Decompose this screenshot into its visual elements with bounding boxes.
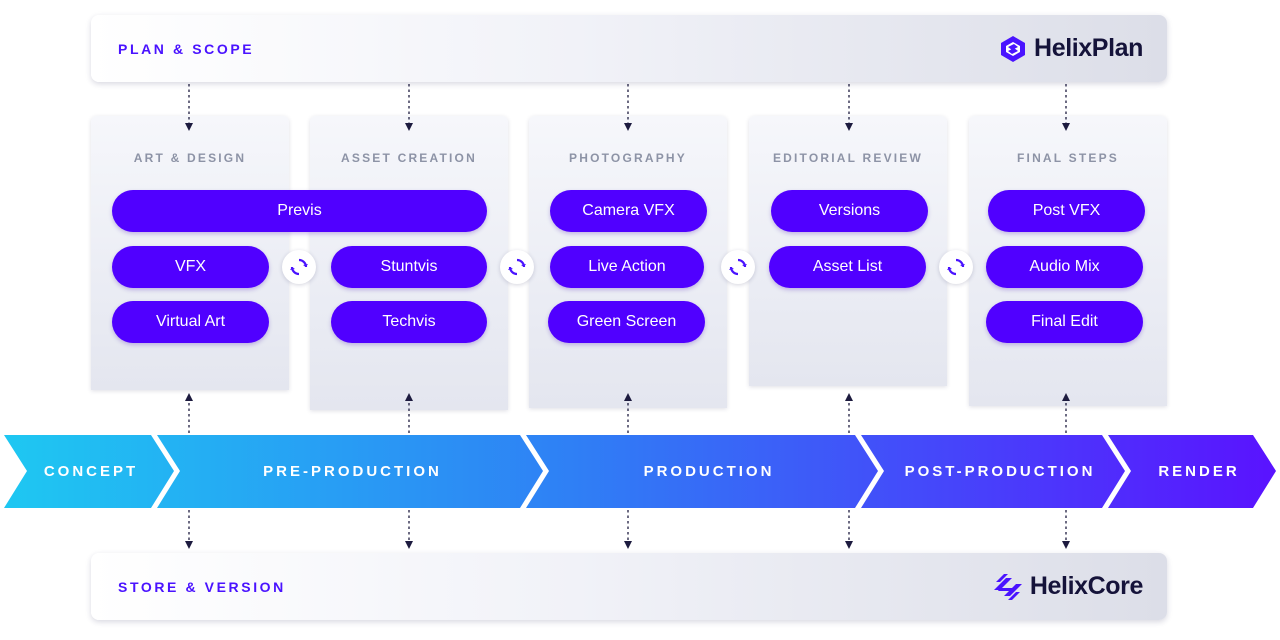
stage-render-label: RENDER	[1158, 463, 1240, 480]
stage-post-production-label: POST-PRODUCTION	[904, 463, 1096, 480]
task-versions[interactable]: Versions	[771, 190, 928, 232]
cycle-arrows-icon	[721, 250, 755, 284]
store-and-version-bar: STORE & VERSION HelixCore	[91, 553, 1167, 620]
task-techvis[interactable]: Techvis	[331, 301, 487, 343]
cycle-arrows-icon	[500, 250, 534, 284]
task-stuntvis[interactable]: Stuntvis	[331, 246, 487, 288]
plan-and-scope-bar: PLAN & SCOPE HelixPlan	[91, 15, 1167, 82]
task-camera-vfx[interactable]: Camera VFX	[550, 190, 707, 232]
helixplan-logo-icon	[998, 34, 1028, 64]
stage-pre-production-label: PRE-PRODUCTION	[263, 463, 442, 480]
task-previs[interactable]: Previs	[112, 190, 487, 232]
stage-concept-label: CONCEPT	[43, 463, 139, 480]
helixcore-brand: HelixCore	[992, 572, 1143, 602]
task-green-screen[interactable]: Green Screen	[548, 301, 705, 343]
helixplan-brand-name: HelixPlan	[1034, 34, 1143, 62]
heading-asset-creation: ASSET CREATION	[341, 151, 477, 165]
heading-photography: PHOTOGRAPHY	[569, 151, 687, 165]
helixcore-logo-icon	[992, 572, 1024, 602]
cycle-arrows-icon	[282, 250, 316, 284]
cycle-arrows-icon	[939, 250, 973, 284]
task-virtual-art[interactable]: Virtual Art	[112, 301, 269, 343]
task-audio-mix[interactable]: Audio Mix	[986, 246, 1143, 288]
plan-and-scope-label: PLAN & SCOPE	[118, 40, 255, 57]
heading-art-and-design: ART & DESIGN	[133, 151, 247, 165]
task-post-vfx[interactable]: Post VFX	[988, 190, 1145, 232]
heading-final-steps: FINAL STEPS	[1017, 151, 1119, 165]
store-and-version-label: STORE & VERSION	[118, 578, 286, 595]
helixplan-brand: HelixPlan	[998, 34, 1143, 64]
heading-editorial-review: EDITORIAL REVIEW	[772, 151, 924, 165]
task-final-edit[interactable]: Final Edit	[986, 301, 1143, 343]
task-live-action[interactable]: Live Action	[550, 246, 704, 288]
stage-production-label: PRODUCTION	[643, 463, 775, 480]
task-vfx[interactable]: VFX	[112, 246, 269, 288]
task-asset-list[interactable]: Asset List	[769, 246, 926, 288]
helixcore-brand-name: HelixCore	[1029, 572, 1144, 600]
